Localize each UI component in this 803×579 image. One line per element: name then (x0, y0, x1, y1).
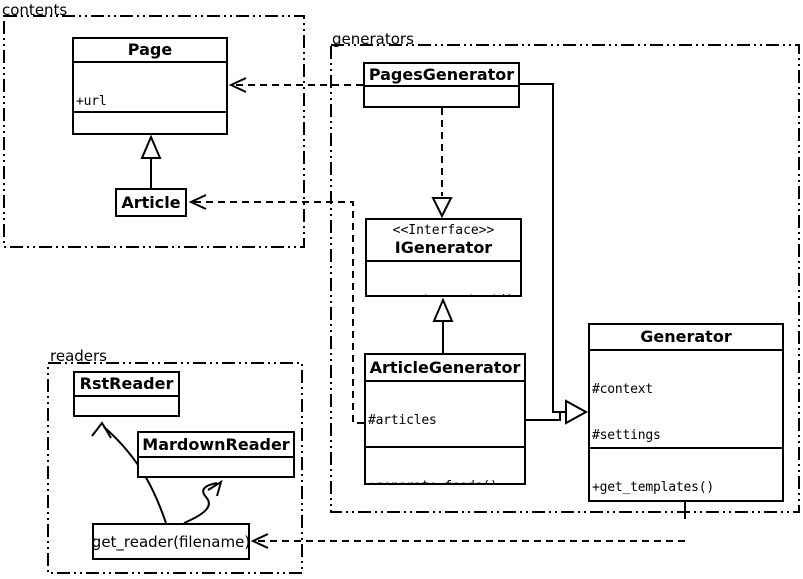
package-border-readers (47, 362, 303, 574)
class-attributes-page: +url +slug +summary (74, 61, 226, 111)
class-box-articlegenerator: ArticleGenerator #articles #dates #tags … (364, 353, 526, 485)
dependency-arrow-generator-to-getreader (250, 502, 686, 549)
class-methods-igenerator: +generate_context() +generate_output() (367, 260, 520, 295)
class-box-generator: Generator #context #settings #path #them… (588, 323, 784, 502)
class-box-rstreader: RstReader +read() (73, 371, 180, 417)
class-member: +url (76, 94, 107, 109)
class-title-mardownreader: MardownReader (142, 434, 290, 454)
class-attributes-generator: #context #settings #path #theme #output_… (590, 349, 782, 447)
package-border-contents (3, 15, 305, 248)
class-title-igenerator: <<Interface>> IGenerator (367, 220, 520, 260)
realization-arrow-pagesgenerator-to-igenerator (431, 108, 453, 219)
class-attributes-pagesgenerator: #pages (365, 85, 518, 106)
class-box-page: Page +url +slug +summary +check_properti… (72, 37, 228, 135)
class-title-article: Article (121, 192, 181, 212)
association-arrow-getreader-to-mardownreader (183, 479, 223, 524)
class-attributes-articlegenerator: #articles #dates #tags #categories (366, 380, 524, 446)
package-label-readers: readers (50, 347, 107, 365)
class-member: #articles (368, 413, 437, 428)
class-title-generator: Generator (640, 327, 732, 346)
class-box-igenerator: <<Interface>> IGenerator +generate_conte… (365, 218, 522, 297)
class-member: #context (592, 382, 654, 397)
class-methods-rstreader: +read() (75, 395, 178, 415)
class-member: +get_templates() (592, 480, 715, 495)
class-title-articlegenerator: ArticleGenerator (369, 357, 521, 377)
class-member: +generate_context() (369, 293, 518, 295)
class-methods-mardownreader: +read() (139, 456, 293, 476)
dependency-arrow-articlegenerator-to-article (188, 194, 364, 424)
dependency-arrow-pagesgenerator-to-page (228, 77, 363, 93)
class-methods-generator: +get_templates() +get_files(path,exclude… (590, 447, 782, 500)
class-box-mardownreader: MardownReader +read() (137, 431, 295, 478)
class-box-pagesgenerator: PagesGenerator #pages (363, 62, 520, 108)
class-title-rstreader: RstReader (79, 374, 174, 393)
package-border-generators (330, 44, 800, 513)
inheritance-arrow-articlegenerator-to-igenerator (432, 297, 454, 353)
package-label-generators: generators (332, 30, 414, 48)
class-member: +generate_feeds() (368, 479, 522, 483)
package-label-contents: contents (2, 1, 68, 19)
inheritance-arrow-article-to-page (140, 134, 162, 188)
class-methods-page: +check_properties() (74, 111, 226, 133)
class-methods-articlegenerator: +generate_feeds() +generate_pages() (366, 446, 524, 483)
class-title-page: Page (127, 40, 173, 59)
class-stereotype: <<Interface>> (392, 223, 495, 238)
class-title-pagesgenerator: PagesGenerator (368, 64, 515, 84)
class-name: IGenerator (394, 238, 493, 257)
class-member: #settings (592, 428, 661, 443)
inheritance-arrow-to-generator (520, 83, 589, 425)
class-box-article: Article (115, 188, 187, 217)
function-box-get-reader: get_reader(filename) (92, 523, 250, 560)
